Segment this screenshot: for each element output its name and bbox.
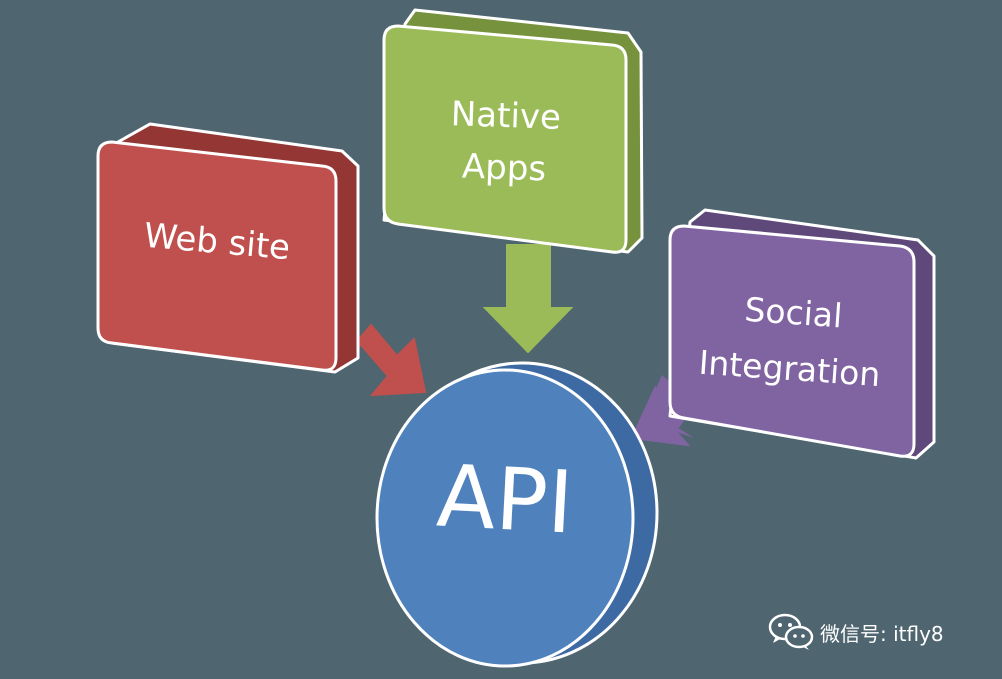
wechat-icon xyxy=(768,613,814,650)
node-social-integration xyxy=(668,208,936,460)
node-web-site xyxy=(96,122,360,374)
native-apps-label-line-2: Apps xyxy=(461,146,547,190)
node-api xyxy=(375,361,659,668)
native-apps-label: Native Apps xyxy=(393,86,616,198)
node-native-apps xyxy=(382,8,644,254)
social-integration-label: Social Integration xyxy=(670,277,912,405)
watermark-text: 微信号: itfly8 xyxy=(820,621,944,646)
api-label: API xyxy=(434,446,576,554)
arrow-native-to-api xyxy=(482,244,574,354)
watermark: 微信号: itfly8 xyxy=(768,612,944,652)
native-apps-label-line-1: Native xyxy=(450,94,562,138)
arrow-web-to-api xyxy=(342,323,427,397)
